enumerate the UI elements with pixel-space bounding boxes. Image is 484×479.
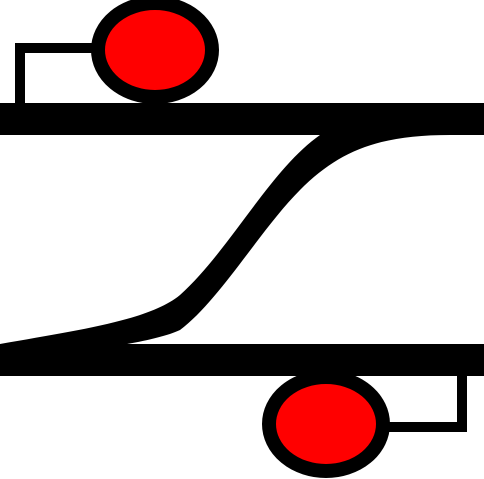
lower-signal-post xyxy=(376,376,467,432)
crossover-track xyxy=(0,135,450,366)
upper-signal-lamp xyxy=(91,0,219,104)
lower-signal-lamp xyxy=(262,370,390,478)
upper-signal-post xyxy=(15,43,100,103)
upper-rail xyxy=(0,103,484,135)
